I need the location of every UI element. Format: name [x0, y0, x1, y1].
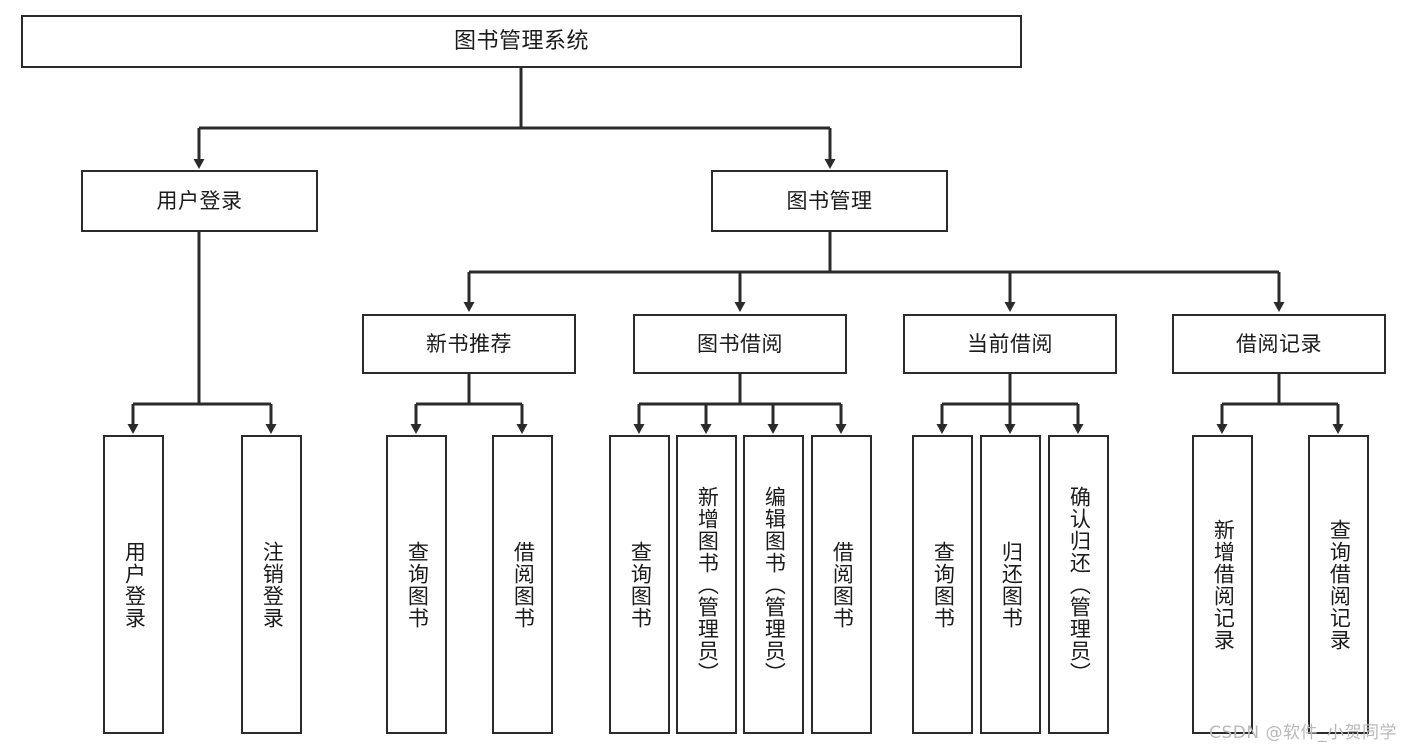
node-leaf-add-book[interactable]: 新增图书（管理员） [676, 435, 737, 734]
node-leaf-edit-book[interactable]: 编辑图书（管理员） [743, 435, 804, 734]
node-leaf-add-book-label: 新增图书（管理员） [695, 485, 720, 684]
node-leaf-user-login[interactable]: 用户登录 [103, 435, 164, 734]
node-book-borrow[interactable]: 图书借阅 [633, 314, 847, 374]
node-borrow-record[interactable]: 借阅记录 [1172, 314, 1386, 374]
node-current-borrow-label: 当前借阅 [967, 331, 1053, 356]
node-book-manage-label: 图书管理 [786, 188, 873, 213]
node-book-manage[interactable]: 图书管理 [711, 170, 948, 232]
node-leaf-query-book-2-label: 查询图书 [628, 540, 653, 629]
node-leaf-borrow-book-2-label: 借阅图书 [830, 540, 855, 629]
node-book-borrow-label: 图书借阅 [697, 331, 783, 356]
node-leaf-add-record-label: 新增借阅记录 [1211, 518, 1236, 651]
node-leaf-borrow-book-1-label: 借阅图书 [511, 540, 536, 629]
node-leaf-confirm-return[interactable]: 确认归还（管理员） [1048, 435, 1109, 734]
node-root[interactable]: 图书管理系统 [21, 15, 1022, 68]
node-leaf-borrow-book-2[interactable]: 借阅图书 [811, 435, 872, 734]
csdn-watermark: CSDN @软件_小贺同学 [1209, 723, 1397, 743]
node-leaf-add-record[interactable]: 新增借阅记录 [1192, 435, 1253, 734]
node-leaf-query-record[interactable]: 查询借阅记录 [1308, 435, 1369, 734]
node-user-login[interactable]: 用户登录 [81, 170, 318, 232]
node-leaf-query-record-label: 查询借阅记录 [1327, 518, 1352, 651]
node-leaf-user-login-label: 用户登录 [122, 540, 147, 629]
node-leaf-user-logout[interactable]: 注销登录 [241, 435, 302, 734]
node-leaf-user-logout-label: 注销登录 [260, 540, 285, 629]
node-leaf-confirm-return-label: 确认归还（管理员） [1067, 485, 1092, 684]
node-leaf-query-book-3-label: 查询图书 [931, 540, 956, 629]
node-leaf-query-book-1[interactable]: 查询图书 [386, 435, 447, 734]
node-user-login-label: 用户登录 [156, 188, 243, 213]
node-leaf-return-book[interactable]: 归还图书 [980, 435, 1041, 734]
node-leaf-query-book-1-label: 查询图书 [405, 540, 430, 629]
node-new-book-rec[interactable]: 新书推荐 [362, 314, 576, 374]
node-leaf-return-book-label: 归还图书 [999, 540, 1024, 629]
node-leaf-query-book-2[interactable]: 查询图书 [609, 435, 670, 734]
node-new-book-rec-label: 新书推荐 [426, 331, 512, 356]
node-borrow-record-label: 借阅记录 [1236, 331, 1322, 356]
node-leaf-query-book-3[interactable]: 查询图书 [912, 435, 973, 734]
node-current-borrow[interactable]: 当前借阅 [903, 314, 1117, 374]
node-leaf-edit-book-label: 编辑图书（管理员） [762, 485, 787, 684]
node-leaf-borrow-book-1[interactable]: 借阅图书 [492, 435, 553, 734]
node-root-label: 图书管理系统 [453, 28, 589, 54]
